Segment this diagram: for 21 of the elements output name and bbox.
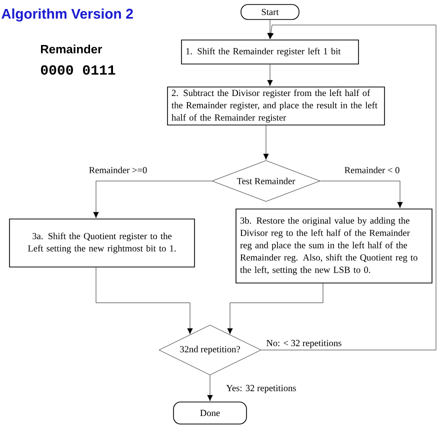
edge-label: Remainder < 0	[343, 166, 401, 174]
arrow	[263, 125, 269, 160]
process-box: 1. Shift the Remainder register left 1 bit	[181, 40, 359, 64]
title: Algorithm Version 2	[2, 8, 133, 22]
arrow	[320, 180, 403, 208]
arrow	[227, 283, 324, 334]
arrow	[96, 267, 193, 334]
register-label: Remainder	[41, 44, 102, 54]
arrow	[207, 375, 213, 402]
edge-label: Yes: 32 repetitions	[225, 384, 298, 394]
process-box: 3a. Shift the Quotient register to the Left setting the new rightmost bit to 1.	[9, 218, 195, 268]
process-box: 2. Subtract the Divisor register from the left half of the Remainder register, and place the result in the left half of the Remainder register	[167, 86, 385, 126]
terminal-box: Done	[173, 402, 247, 424]
edge-label: Remainder >=0	[88, 166, 148, 174]
edge-label: No: < 32 repetitions	[265, 338, 343, 350]
arrow	[267, 64, 273, 86]
terminal-box: Start	[240, 4, 300, 20]
process-box: 3b. Restore the original value by adding the Divisor reg to the left half of the Remainder reg and place the sum in the left half of the Remainder reg. Also, shift the Quotient reg to the left, setting the new LSB to 0.	[236, 208, 432, 284]
arrow	[93, 180, 212, 218]
register-value: 0000 0111	[41, 65, 116, 75]
arrow	[261, 24, 436, 350]
